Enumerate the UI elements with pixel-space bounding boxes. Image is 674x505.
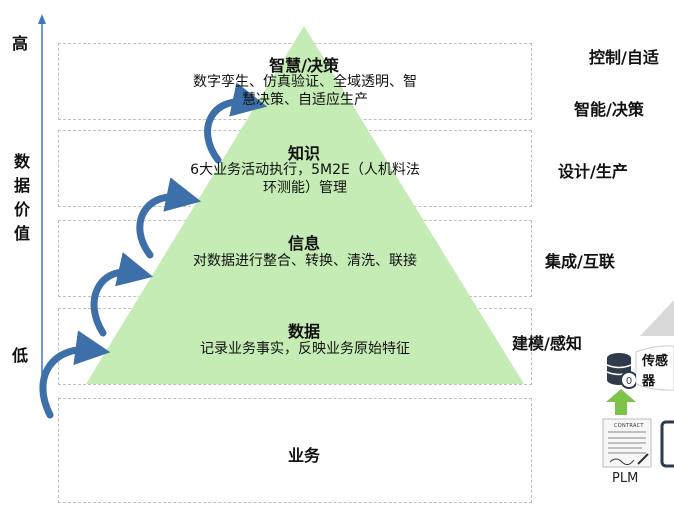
level-desc-wisdom: 数字孪生、仿真验证、全域透明、智慧决策、自适应生产 (193, 74, 417, 108)
level-desc-data: 记录业务事实，反映业务原始特征 (200, 341, 410, 357)
level-title-data: 数据 (287, 322, 320, 341)
contract-heading: CONTRACT (614, 423, 644, 429)
value-axis (38, 14, 46, 395)
svg-text:0: 0 (626, 376, 632, 387)
side-label-data: 建模/感知 (512, 334, 582, 353)
level-desc-information: 对数据进行整合、转换、清洗、联接 (193, 253, 417, 269)
axis-high-label: 高 (12, 34, 29, 53)
axis-value-label: 数据价值 (13, 152, 30, 243)
side-label-knowledge: 设计/生产 (558, 162, 628, 181)
curve-arrow-information-to-knowledge (136, 177, 202, 259)
level-title-wisdom: 智慧/决策 (269, 56, 339, 75)
level-title-information: 信息 (287, 234, 320, 253)
curve-arrow-business-to-data (39, 330, 111, 419)
database-icon: 0 (606, 353, 636, 389)
band-business (58, 398, 532, 503)
side-label-information: 集成/互联 (545, 252, 615, 271)
curve-arrow-data-to-information (90, 252, 154, 337)
plm-label: PLM (612, 471, 639, 486)
device-icon (660, 420, 674, 468)
level-desc-knowledge: 6大业务活动执行，5M2E（人机料法环测能）管理 (190, 162, 420, 196)
curve-arrow-knowledge-to-wisdom (204, 82, 268, 164)
side-label-control: 控制/自适 (589, 48, 659, 67)
side-label-wisdom: 智能/决策 (574, 100, 644, 119)
axis-low-label: 低 (12, 346, 29, 365)
up-arrow-icon (606, 389, 636, 415)
level-title-knowledge: 知识 (287, 144, 320, 163)
business-label: 业务 (287, 446, 320, 465)
contract-document-icon (602, 418, 652, 468)
sensor-label: 传感器 (642, 354, 669, 389)
